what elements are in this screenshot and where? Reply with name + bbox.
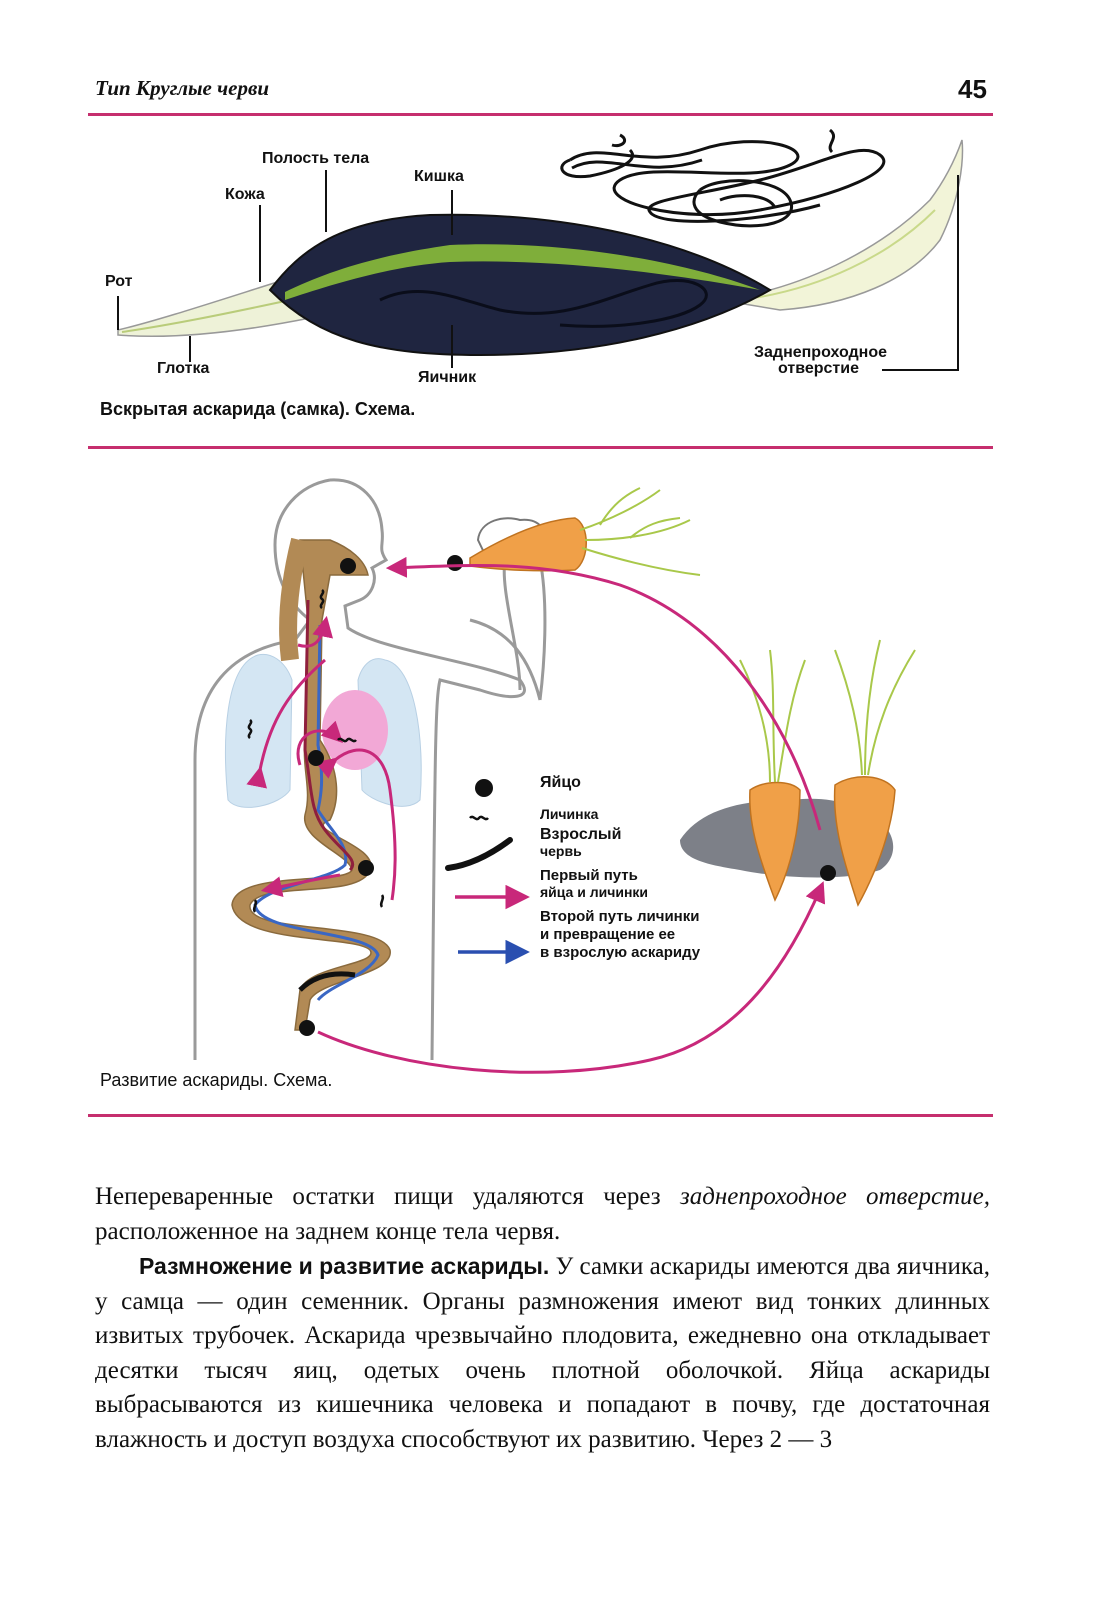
coiled-worm-drawing bbox=[560, 128, 886, 228]
ground-carrot-leaves bbox=[739, 639, 916, 783]
figure1-caption: Вскрытая аскарида (самка). Схема. bbox=[100, 399, 416, 419]
label-mouth: Рот bbox=[105, 273, 133, 290]
ascaris-dissection-illustration bbox=[117, 128, 964, 371]
paragraph-1-text-a: Непереваренные остатки пищи удаляются че… bbox=[95, 1183, 680, 1210]
legend-adult-label-line1: Взрослый bbox=[540, 826, 622, 843]
paragraph-2-text: У самки аскариды имеются два яичника, у … bbox=[95, 1253, 990, 1453]
egg-in-soil bbox=[820, 865, 836, 881]
egg-in-intestine-upper bbox=[308, 750, 324, 766]
egg-leaving-body bbox=[299, 1020, 315, 1036]
legend-larva-symbol bbox=[469, 815, 489, 821]
larva-in-throat bbox=[319, 589, 325, 609]
figure2-caption: Развитие аскариды. Схема. bbox=[100, 1070, 333, 1090]
egg-in-mouth bbox=[340, 558, 356, 574]
page-number: 45 bbox=[958, 74, 987, 104]
larva-in-lung bbox=[247, 719, 253, 739]
label-pharynx: Глотка bbox=[157, 360, 210, 377]
worm-body bbox=[268, 213, 772, 357]
legend-larva-label: Личинка bbox=[540, 806, 599, 822]
path-soil-to-food bbox=[385, 556, 822, 831]
label-skin: Кожа bbox=[225, 186, 265, 203]
label-ovary: Яичник bbox=[418, 369, 477, 386]
label-anus-line1: Заднепроходное bbox=[754, 344, 888, 361]
body-text: Непереваренные остатки пищи удаляются че… bbox=[95, 1180, 990, 1457]
ascaris-development-illustration bbox=[193, 478, 916, 1074]
heart bbox=[322, 690, 388, 770]
legend-egg-symbol bbox=[475, 779, 493, 797]
worm-tail bbox=[719, 139, 964, 311]
header-rule bbox=[88, 113, 993, 116]
legend-first-path-line2: яйца и личинки bbox=[540, 884, 649, 900]
larva-near-heart bbox=[337, 737, 357, 743]
path-body-to-soil bbox=[317, 881, 826, 1074]
legend-adult-worm-symbol bbox=[445, 837, 513, 871]
legend-first-path-line1: Первый путь bbox=[540, 867, 638, 884]
section-heading-reproduction: Размножение и развитие аскариды. bbox=[139, 1253, 550, 1279]
intestine-stripe bbox=[285, 244, 760, 300]
term-anus: заднепроходное отверстие, bbox=[679, 1183, 990, 1210]
egg-on-carrot bbox=[447, 555, 463, 571]
held-carrot-leaves bbox=[579, 487, 701, 576]
legend-second-path-line3: в взрослую аскариду bbox=[540, 944, 701, 961]
label-anus-line2: отверстие bbox=[778, 360, 859, 377]
larva-in-gut bbox=[252, 899, 258, 913]
legend-second-path-line1: Второй путь личинки bbox=[540, 908, 700, 925]
adult-worm-in-gut bbox=[298, 971, 356, 992]
ground-carrot-left bbox=[749, 781, 801, 902]
left-lung bbox=[225, 653, 293, 808]
first-path-up-arrow bbox=[315, 748, 397, 901]
right-lung bbox=[357, 658, 422, 807]
legend-adult-label-line2: червь bbox=[540, 843, 582, 859]
paragraph-2: Размножение и развитие аскариды. У самки… bbox=[95, 1249, 990, 1457]
ovary-tubes bbox=[379, 279, 708, 328]
paragraph-1-text-b: расположенное на заднем конце тела червя… bbox=[95, 1217, 561, 1245]
running-header-title: Тип Круглые черви bbox=[95, 76, 270, 100]
label-intestine: Кишка bbox=[414, 168, 464, 185]
held-carrot bbox=[469, 517, 587, 572]
label-body-cavity: Полость тела bbox=[262, 150, 370, 167]
legend-egg-label: Яйцо bbox=[540, 774, 581, 791]
paragraph-1: Непереваренные остатки пищи удаляются че… bbox=[95, 1180, 990, 1249]
figure1-bottom-rule bbox=[88, 446, 993, 449]
egg-in-intestine-middle bbox=[358, 860, 374, 876]
figure2-bottom-rule bbox=[88, 1114, 993, 1117]
legend-second-path-line2: и превращение ее bbox=[540, 926, 676, 943]
ground-carrot-right bbox=[833, 776, 896, 907]
